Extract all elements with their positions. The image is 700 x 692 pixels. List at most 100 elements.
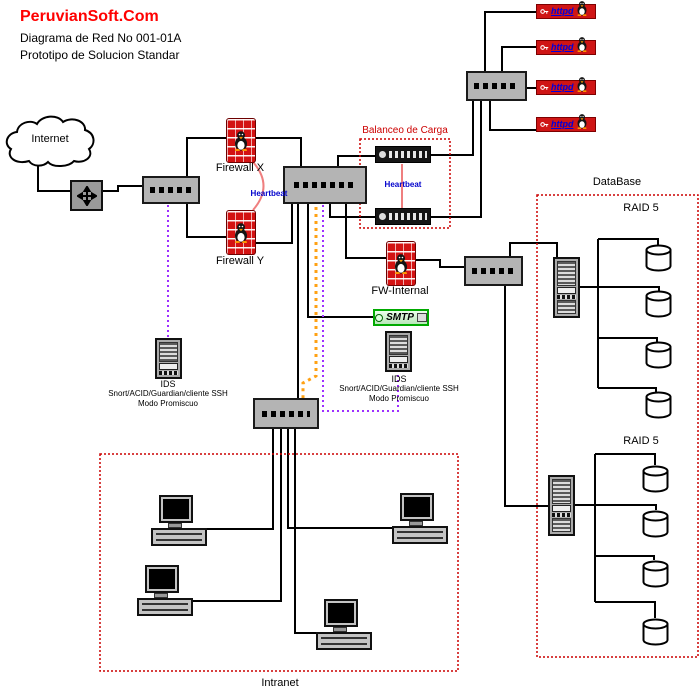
case-slot [321, 637, 367, 639]
pc-case [392, 526, 448, 544]
monitor-icon [159, 495, 193, 523]
heartbeat-lines [252, 161, 403, 211]
workstation-4 [316, 599, 372, 650]
disk-cylinder [645, 244, 672, 272]
firewall-x [226, 118, 256, 163]
switch-web-farm [466, 71, 527, 101]
disk-cylinder [645, 290, 672, 318]
case-slot [156, 539, 202, 541]
ids-right-labels: IDS Snort/ACID/Guardian/cliente SSH Modo… [328, 374, 470, 404]
ids-left-title: IDS [160, 379, 176, 389]
switch-database [464, 256, 523, 286]
heartbeat-lb-label: Heartbeat [384, 180, 422, 189]
key-icon [540, 9, 549, 14]
switch-ports [472, 268, 515, 274]
monitor-stand [168, 523, 182, 528]
tower-drives [389, 364, 408, 368]
firewall-y [226, 210, 256, 255]
case-slot [156, 533, 202, 535]
heartbeat-fw-label: Heartbeat [250, 189, 288, 198]
smtp-server: SMTP [373, 309, 429, 326]
httpd-label: httpd [551, 42, 574, 52]
httpd-label: httpd [551, 6, 574, 16]
ids-left-line1: Snort/ACID/Guardian/cliente SSH [108, 389, 228, 398]
screen [328, 603, 354, 623]
lb-emblem-icon [379, 213, 386, 220]
brand-title: PeruvianSoft.Com [20, 8, 159, 25]
internet-cloud [2, 111, 98, 173]
ids-server-right [385, 331, 412, 372]
tower-drives [159, 371, 178, 375]
monitor-icon [145, 565, 179, 593]
pc-case [316, 632, 372, 650]
disk-cylinder [642, 618, 669, 646]
case-slot [321, 643, 367, 645]
raid5-label-2: RAID 5 [623, 435, 659, 447]
switch-border [142, 176, 200, 204]
ids-right-title: IDS [391, 374, 407, 384]
httpd-server-2: httpd [536, 37, 596, 55]
ids-left-labels: IDS Snort/ACID/Guardian/cliente SSH Modo… [88, 379, 248, 409]
ids-left-line2: Modo Promiscuo [137, 399, 199, 408]
workstation-1 [151, 495, 207, 546]
tower-vents [552, 518, 571, 532]
ids-server-left [155, 338, 182, 379]
tux-icon [577, 114, 586, 129]
firewall-y-label: Firewall Y [215, 255, 265, 267]
diagram-subtitle: Prototipo de Solucion Standar [20, 48, 180, 62]
lb-ports [389, 213, 427, 220]
httpd-server-4: httpd [536, 114, 596, 132]
router [70, 180, 103, 211]
tux-icon [577, 37, 586, 52]
ids-right-line2: Modo Promiscuo [368, 394, 430, 403]
load-balancer-2 [375, 208, 431, 225]
monitor-icon [324, 599, 358, 627]
firewall-x-label: Firewall X [215, 162, 265, 174]
tower-panel [557, 287, 576, 294]
monitor-stand [409, 521, 423, 526]
disk-cylinder [642, 560, 669, 588]
lb-emblem-icon [379, 151, 386, 158]
case-slot [397, 531, 443, 533]
monitor-icon [400, 493, 434, 521]
db-server-2 [548, 475, 575, 536]
switch-ports [293, 182, 357, 188]
workstation-2 [392, 493, 448, 544]
diagram-number: Diagrama de Red No 001-01A [20, 31, 182, 45]
tower-vents [557, 261, 576, 286]
ids-right-line1: Snort/ACID/Guardian/cliente SSH [339, 384, 459, 393]
raid5-label-1: RAID 5 [623, 202, 659, 214]
firewall-internal [386, 241, 416, 286]
tux-icon [395, 254, 407, 274]
disk-cylinder [642, 510, 669, 538]
database-label: DataBase [592, 176, 642, 188]
workstation-3 [137, 565, 193, 616]
pc-case [151, 528, 207, 546]
tower-vents [389, 335, 408, 355]
switch-ports [474, 83, 519, 89]
intranet-label: Intranet [261, 677, 299, 689]
tower-drives [557, 295, 576, 299]
tower-drives [552, 513, 571, 517]
disk-cylinder [645, 391, 672, 419]
httpd-server-1: httpd [536, 1, 596, 19]
switch-intranet [253, 398, 319, 429]
smtp-emblem-icon [375, 313, 384, 322]
smtp-label: SMTP [386, 312, 414, 323]
tux-icon [577, 77, 586, 92]
mini-computer-icon [416, 313, 427, 322]
tap-line-orange [301, 200, 318, 398]
ids-tap-lines-purple [167, 200, 399, 412]
case-slot [142, 603, 188, 605]
tower-vents [552, 479, 571, 504]
monitor-stand [333, 627, 347, 632]
load-balancer-1 [375, 146, 431, 163]
firewall-internal-label: FW-Internal [371, 285, 429, 297]
httpd-label: httpd [551, 119, 574, 129]
tower-panel [552, 505, 571, 512]
tux-icon [235, 131, 247, 151]
tower-panel [159, 363, 178, 370]
pc-case [137, 598, 193, 616]
internet-label: Internet [31, 133, 69, 145]
